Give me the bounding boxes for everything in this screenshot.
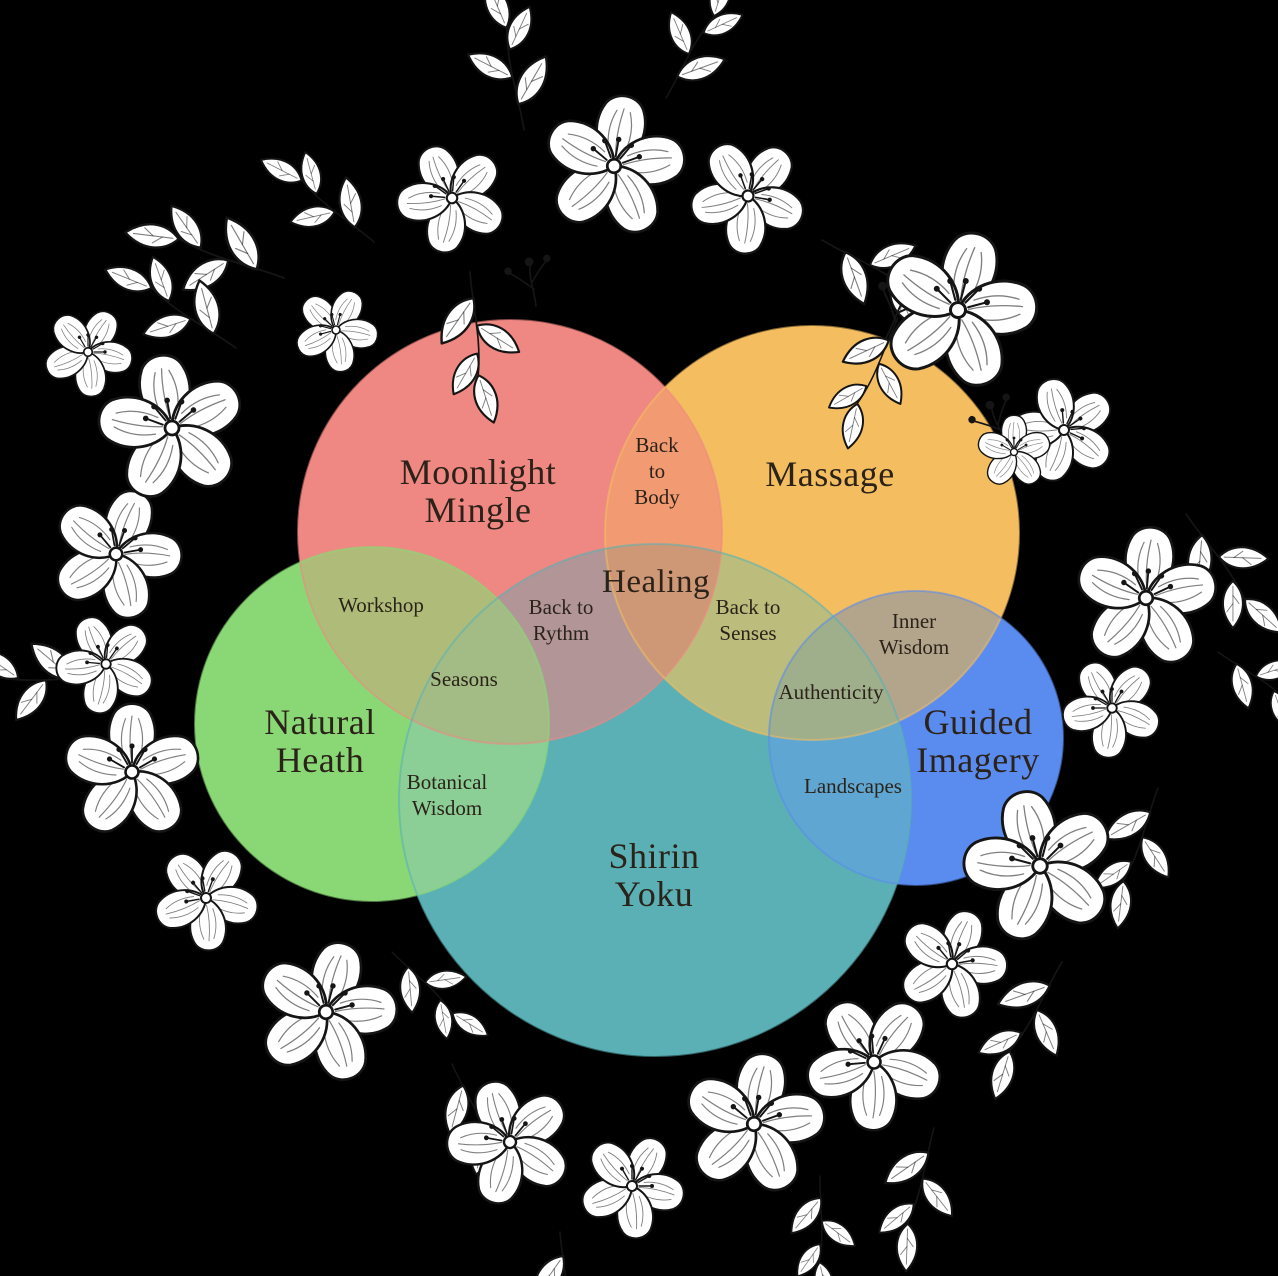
overlap-authenticity	[769, 591, 911, 740]
leaf-sprig-icon	[1198, 622, 1278, 751]
label-line: Massage	[765, 454, 894, 494]
label-line: Heath	[276, 740, 364, 780]
label-guided-imagery: Guided Imagery	[916, 702, 1039, 780]
label-inner-wisdom: Inner Wisdom	[879, 609, 949, 659]
label-shirin-yoku: Shirin Yoku	[608, 836, 699, 914]
label-seasons: Seasons	[430, 667, 498, 691]
overlap-back-to-senses	[605, 544, 911, 740]
label-line: Moonlight	[400, 452, 557, 492]
flower-icon	[426, 1060, 594, 1224]
label-line: Rythm	[533, 621, 589, 645]
label-line: Botanical	[407, 770, 488, 794]
flower-icon	[60, 704, 204, 841]
leaf-sprig-icon	[237, 125, 400, 274]
circle-edge-moonlight-mingle	[297, 319, 723, 745]
label-line: Body	[634, 485, 680, 509]
label-line: Mingle	[425, 490, 532, 530]
flower-icon	[664, 113, 832, 280]
label-back-to-senses: Back to Senses	[716, 595, 781, 645]
label-line: Natural	[264, 702, 375, 742]
label-line: Imagery	[916, 740, 1039, 780]
flower-icon	[528, 83, 700, 249]
label-natural-heath: Natural Heath	[264, 702, 375, 780]
leaf-sprig-icon	[863, 1120, 974, 1276]
leaf-sprig-icon	[516, 1225, 622, 1276]
label-line: Inner	[892, 609, 936, 633]
label-workshop: Workshop	[338, 593, 424, 617]
circle-edge-guided-imagery	[768, 590, 1064, 886]
leaf-sprig-icon	[631, 0, 766, 117]
label-line: Back to	[716, 595, 781, 619]
label-back-to-body: Back to Body	[634, 433, 680, 509]
leaf-sprig-icon	[780, 1173, 866, 1276]
label-line: Back	[635, 433, 679, 457]
label-line: Guided	[924, 702, 1033, 742]
flower-icon	[37, 597, 175, 732]
label-line: Senses	[719, 621, 776, 645]
label-line: Landscapes	[804, 774, 902, 798]
circle-edge-shirin-yoku	[398, 543, 912, 1057]
label-line: Authenticity	[779, 680, 884, 704]
label-healing: Healing	[602, 564, 710, 600]
label-moonlight-mingle: Moonlight Mingle	[400, 452, 557, 530]
label-back-to-rythm: Back to Rythm	[529, 595, 594, 645]
label-line: to	[649, 459, 665, 483]
venn-labels: Moonlight Mingle Massage Natural Heath G…	[264, 433, 1039, 914]
flower-icon	[376, 123, 528, 273]
label-line: Wisdom	[879, 635, 949, 659]
circle-edge-natural-heath	[194, 546, 550, 902]
label-line: Shirin	[608, 836, 699, 876]
label-line: Healing	[602, 564, 710, 600]
label-line: Back to	[529, 595, 594, 619]
flower-icon	[28, 469, 203, 640]
berry-sprig-icon	[501, 251, 563, 313]
flower-icon	[235, 924, 416, 1100]
flower-icon	[25, 290, 151, 415]
leaf-sprig-icon	[444, 0, 571, 141]
label-line: Seasons	[430, 667, 498, 691]
label-line: Workshop	[338, 593, 424, 617]
flower-icon	[558, 1113, 707, 1260]
venn-diagram: Moonlight Mingle Massage Natural Heath G…	[194, 319, 1064, 1057]
label-line: Wisdom	[412, 796, 482, 820]
circle-edge-massage	[604, 325, 1020, 741]
label-landscapes: Landscapes	[804, 774, 902, 798]
label-botanical-wisdom: Botanical Wisdom	[407, 770, 488, 820]
label-massage: Massage	[765, 454, 894, 494]
overlap-seasons	[399, 547, 549, 744]
label-authenticity: Authenticity	[779, 680, 884, 704]
label-line: Yoku	[615, 874, 693, 914]
